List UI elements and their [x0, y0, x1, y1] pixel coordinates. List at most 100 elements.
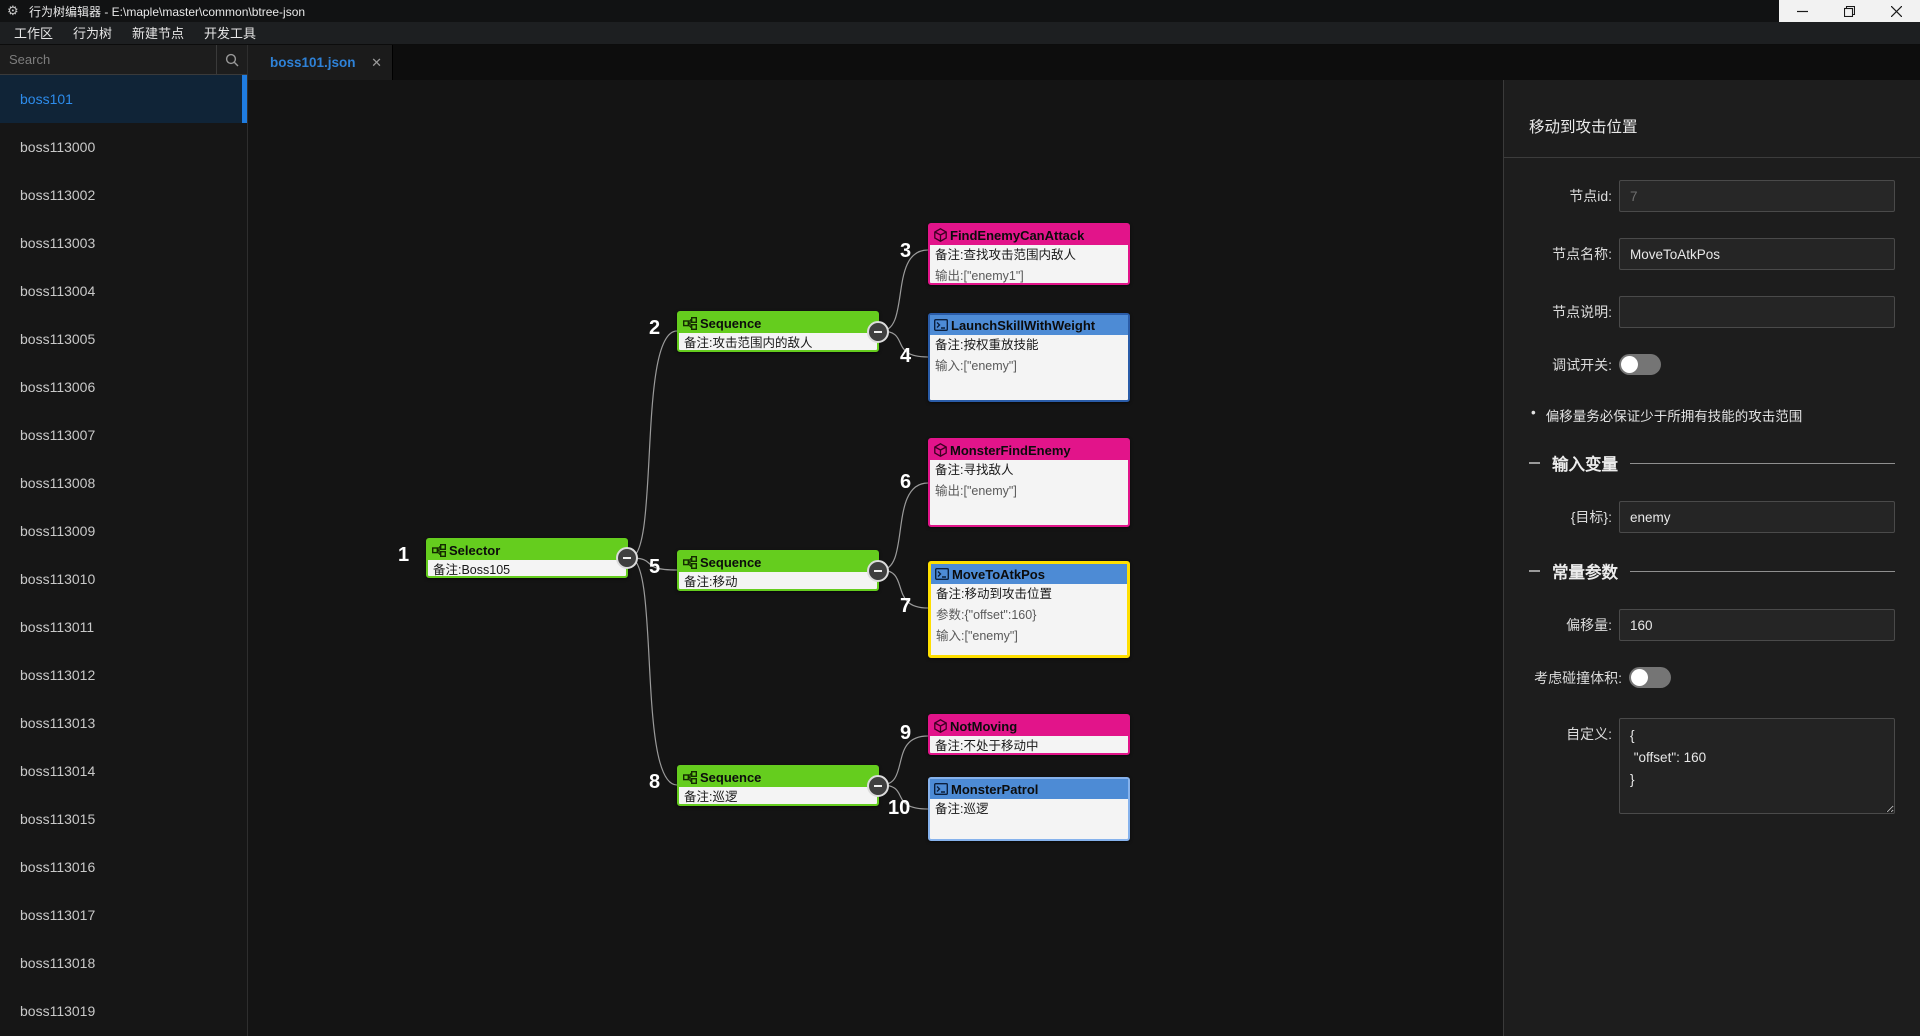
node-note-line: 参数:{"offset":160}: [936, 608, 1037, 622]
node-header: FindEnemyCanAttack: [930, 225, 1128, 245]
sidebar-item-boss113014[interactable]: boss113014: [20, 763, 96, 779]
sidebar-item-boss113006[interactable]: boss113006: [20, 379, 96, 395]
node-note-line: 输入:["enemy"]: [936, 629, 1018, 643]
section-const-params: 常量参数: [1529, 559, 1895, 583]
node-header: NotMoving: [930, 716, 1128, 736]
title-bar: ⚙ 行为树编辑器 - E:\maple\master\common\btree-…: [0, 0, 1920, 22]
node-note-line: 备注:寻找敌人: [935, 463, 1014, 477]
sidebar-item-boss113016[interactable]: boss113016: [20, 859, 96, 875]
sidebar-item-boss113009[interactable]: boss113009: [20, 523, 96, 539]
node-id-field: [1619, 180, 1895, 212]
node-header: Sequence: [679, 767, 877, 787]
search-input[interactable]: [0, 45, 217, 74]
node-title: Sequence: [700, 769, 762, 785]
node-note-line: 备注:巡逻: [684, 790, 738, 804]
custom-json-textarea[interactable]: { "offset": 160 }: [1619, 718, 1895, 814]
menu-item-新建节点[interactable]: 新建节点: [132, 25, 185, 41]
condition-icon: [934, 719, 947, 733]
composite-icon: [432, 543, 446, 557]
node-note-line: 备注:移动: [684, 575, 738, 589]
sidebar-item-boss113000[interactable]: boss113000: [20, 139, 96, 155]
section-input-vars: 输入变量: [1529, 451, 1895, 475]
node-name-label: 节点名称:: [1552, 246, 1612, 262]
node-title: MonsterPatrol: [951, 781, 1039, 797]
action-icon: [934, 319, 948, 331]
sidebar-item-boss113017[interactable]: boss113017: [20, 907, 96, 923]
sidebar-item-boss113018[interactable]: boss113018: [20, 955, 96, 971]
node-index-label: 1: [398, 544, 410, 566]
search-icon: [225, 53, 239, 66]
node-index-label: 9: [900, 722, 912, 744]
section-dash-icon: [1529, 462, 1540, 464]
composite-icon: [683, 770, 697, 784]
node-name-field[interactable]: [1619, 238, 1895, 270]
node-header: MoveToAtkPos: [931, 564, 1127, 584]
sidebar-item-boss113003[interactable]: boss113003: [20, 235, 96, 251]
node-title: LaunchSkillWithWeight: [951, 317, 1096, 333]
offset-field[interactable]: [1619, 609, 1895, 641]
sidebar-item-boss113007[interactable]: boss113007: [20, 427, 96, 443]
tree-node-MonsterPatrol[interactable]: MonsterPatrol 备注:巡逻: [928, 777, 1130, 841]
sidebar-item-boss113012[interactable]: boss113012: [20, 667, 96, 683]
node-desc-field[interactable]: [1619, 296, 1895, 328]
tree-node-Sequence[interactable]: Sequence 备注:巡逻: [677, 765, 889, 806]
node-note-line: 输出:["enemy1"]: [935, 269, 1024, 283]
node-id-label: 节点id:: [1569, 188, 1612, 204]
sidebar-item-boss113011[interactable]: boss113011: [20, 619, 95, 635]
bullet-icon: •: [1531, 405, 1536, 420]
tree-node-MoveToAtkPos[interactable]: MoveToAtkPos 备注:移动到攻击位置参数:{"offset":160} 输…: [928, 561, 1130, 658]
node-title: Sequence: [700, 554, 762, 570]
node-note-line: 备注:按权重放技能: [935, 338, 1039, 352]
close-button[interactable]: [1873, 0, 1920, 22]
node-index-label: 5: [649, 556, 661, 578]
menu-item-工作区[interactable]: 工作区: [14, 25, 54, 41]
menu-item-开发工具[interactable]: 开发工具: [204, 25, 257, 41]
collapse-toggle[interactable]: [867, 774, 889, 797]
tab-close-icon[interactable]: ✕: [371, 54, 382, 70]
tree-node-NotMoving[interactable]: NotMoving 备注:不处于移动中: [928, 714, 1130, 755]
sidebar-item-boss113019[interactable]: boss113019: [20, 1003, 96, 1019]
tree-node-LaunchSkillWithWeight[interactable]: LaunchSkillWithWeight 备注:按权重放技能输入:["enemy…: [928, 313, 1130, 402]
sidebar-item-boss113008[interactable]: boss113008: [20, 475, 96, 491]
tree-node-Sequence[interactable]: Sequence 备注:移动: [677, 550, 889, 591]
sidebar-item-boss113013[interactable]: boss113013: [20, 715, 96, 731]
node-note-line: 备注:移动到攻击位置: [936, 587, 1052, 601]
collision-toggle[interactable]: [1629, 667, 1671, 688]
collapse-toggle[interactable]: [616, 547, 638, 569]
tab-label: boss101.json: [270, 55, 356, 70]
sidebar-item-boss113010[interactable]: boss113010: [20, 571, 96, 587]
section-dash-icon: [1529, 570, 1540, 572]
node-note-line: 备注:不处于移动中: [935, 739, 1039, 753]
node-desc-label: 节点说明:: [1552, 304, 1612, 320]
sidebar-item-boss101[interactable]: boss101: [0, 75, 247, 123]
tab-boss101[interactable]: boss101.json ✕: [248, 45, 393, 80]
node-index-label: 7: [900, 595, 912, 617]
target-var-field[interactable]: [1619, 501, 1895, 533]
restore-button[interactable]: [1826, 0, 1873, 22]
search-button[interactable]: [217, 45, 247, 74]
node-note-line: 输入:["enemy"]: [935, 359, 1017, 373]
node-note-line: 备注:巡逻: [935, 802, 989, 816]
menu-item-行为树[interactable]: 行为树: [73, 25, 113, 41]
sidebar-list: boss101 boss113000 boss113002 boss113003 bos…: [0, 75, 247, 1036]
sidebar-item-boss113004[interactable]: boss113004: [20, 283, 96, 299]
debug-toggle[interactable]: [1619, 354, 1661, 375]
node-title: MoveToAtkPos: [952, 566, 1045, 582]
sidebar-item-boss113002[interactable]: boss113002: [20, 187, 96, 203]
collapse-toggle[interactable]: [867, 320, 889, 343]
node-title: MonsterFindEnemy: [950, 442, 1071, 458]
node-header: MonsterFindEnemy: [930, 440, 1128, 460]
collapse-toggle[interactable]: [867, 559, 889, 582]
minimize-button[interactable]: [1779, 0, 1826, 22]
node-title: NotMoving: [950, 718, 1018, 734]
node-title: Sequence: [700, 315, 762, 331]
sidebar-item-boss113015[interactable]: boss113015: [20, 811, 96, 827]
sidebar: boss101 boss113000 boss113002 boss113003 bos…: [0, 45, 248, 1036]
sidebar-item-boss113005[interactable]: boss113005: [20, 331, 96, 347]
tab-bar: boss101.json ✕: [248, 45, 1920, 80]
